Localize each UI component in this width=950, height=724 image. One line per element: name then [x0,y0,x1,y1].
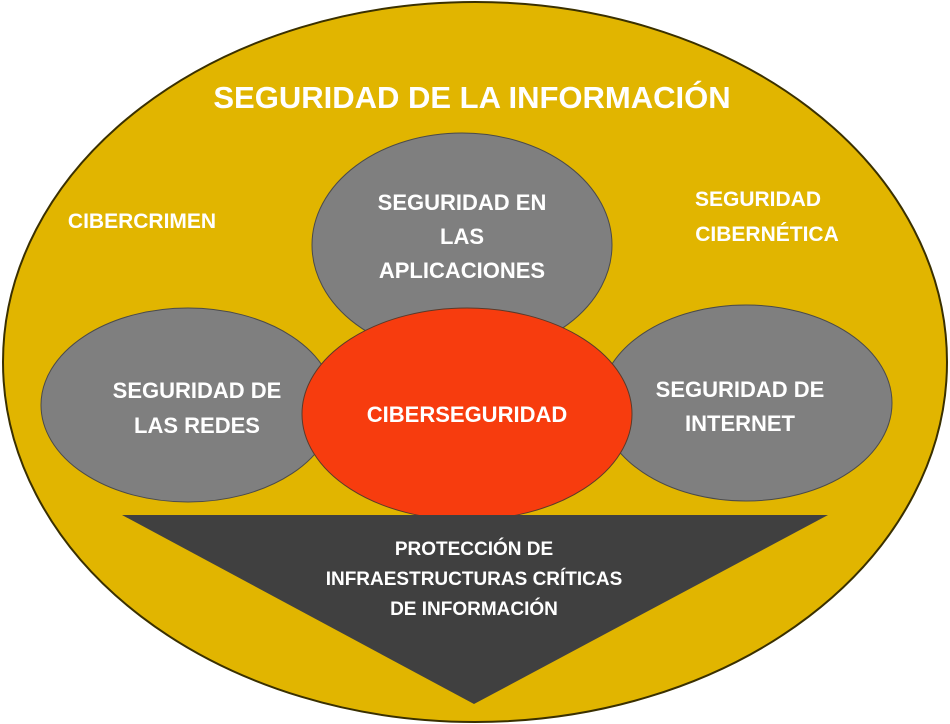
internet-security-circle [599,304,893,502]
critical-infrastructure-label-2: INFRAESTRUCTURAS CRÍTICAS [326,568,623,590]
network-security-circle [40,307,336,503]
applications-security-label-3: APLICACIONES [379,258,545,283]
network-security-label-1: SEGURIDAD DE [113,378,282,403]
internet-security-label-2: INTERNET [685,411,796,436]
cybersecurity-label: CIBERSEGURIDAD [367,402,567,427]
critical-infrastructure-label-3: DE INFORMACIÓN [390,598,558,620]
applications-security-label-2: LAS [440,224,484,249]
network-security-label-2: LAS REDES [134,413,260,438]
critical-infrastructure-triangle [122,515,828,704]
applications-security-label-1: SEGURIDAD EN [378,190,547,215]
critical-infrastructure-label-1: PROTECCIÓN DE [395,538,553,560]
cybercrime-label: CIBERCRIMEN [68,210,216,233]
title-label: SEGURIDAD DE LA INFORMACIÓN [213,79,730,115]
cybernetic-security-label-1: SEGURIDAD [695,188,821,211]
cybernetic-security-label-2: CIBERNÉTICA [695,223,839,246]
internet-security-label-1: SEGURIDAD DE [656,377,825,402]
